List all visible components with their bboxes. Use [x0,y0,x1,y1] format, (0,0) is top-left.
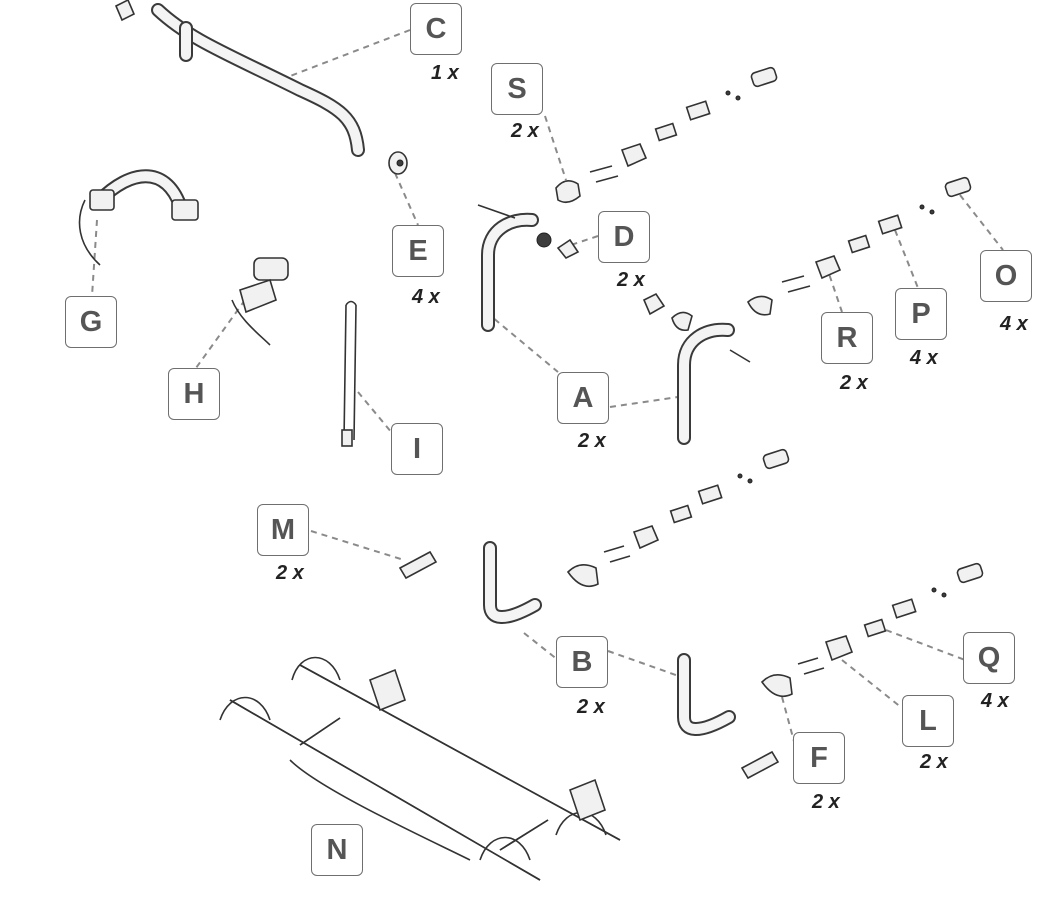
label-q-letter: Q [977,641,1001,674]
label-e-letter: E [408,234,428,267]
qty-f: 2 x [812,791,840,813]
label-o: O [980,250,1032,302]
label-s: S [491,63,543,115]
qty-p: 4 x [910,347,938,369]
label-n-letter: N [326,833,348,866]
label-q: Q [963,632,1015,684]
label-s-letter: S [507,72,527,105]
qty-q: 4 x [981,690,1009,712]
leader-lines [91,29,1004,746]
leader-q [885,629,966,661]
leader-p [894,229,919,289]
label-r: R [821,312,873,364]
label-b: B [556,636,608,688]
qty-d: 2 x [617,269,645,291]
label-p-letter: P [911,297,931,330]
label-f: F [793,732,845,784]
leader-g [91,219,98,297]
label-e: E [392,225,444,277]
part-g-arm-strap [78,169,199,266]
qty-c: 1 x [431,62,459,84]
part-n-base-frame [219,656,621,881]
label-a-letter: A [572,381,594,414]
part-e-clamp [388,151,408,175]
label-g: G [65,296,117,348]
leader-l [841,659,903,709]
leader-m [310,530,405,561]
label-o-letter: O [994,259,1018,292]
label-l-letter: L [919,704,937,737]
label-n: N [311,824,363,876]
qty-o: 4 x [1000,313,1028,335]
leader-a1 [485,311,559,373]
qty-r: 2 x [840,372,868,394]
leader-a2 [609,395,686,408]
label-m: M [257,504,309,556]
leader-b1 [523,632,559,661]
label-d: D [598,211,650,263]
label-a: A [557,372,609,424]
label-d-letter: D [613,220,635,253]
label-l: L [902,695,954,747]
leader-r [825,264,843,313]
leader-f [781,696,796,746]
label-r-letter: R [836,321,858,354]
qty-e: 4 x [412,286,440,308]
label-p: P [895,288,947,340]
label-b-letter: B [571,645,593,678]
leader-e [394,172,419,226]
part-i-strap [341,300,357,447]
label-h-letter: H [183,377,205,410]
label-c: C [410,3,462,55]
part-h-strap-clamp [231,257,289,346]
part-c-tube [114,0,365,157]
label-h: H [168,368,220,420]
qty-a: 2 x [578,430,606,452]
upper-hardware [536,66,972,332]
label-f-letter: F [810,741,828,774]
qty-s: 2 x [511,120,539,142]
qty-b: 2 x [577,696,605,718]
qty-l: 2 x [920,751,948,773]
leader-b2 [607,650,691,681]
label-m-letter: M [270,513,296,546]
label-c-letter: C [425,12,447,45]
part-b-l-tubes [398,448,984,780]
leader-o [959,194,1004,251]
qty-m: 2 x [276,562,304,584]
leader-i [357,391,393,434]
label-i: I [391,423,443,475]
label-g-letter: G [79,305,103,338]
leader-s [544,115,567,181]
leader-h [195,299,246,369]
leader-c [284,29,411,79]
label-i-letter: I [412,432,422,465]
part-a-j-tubes [477,204,751,445]
